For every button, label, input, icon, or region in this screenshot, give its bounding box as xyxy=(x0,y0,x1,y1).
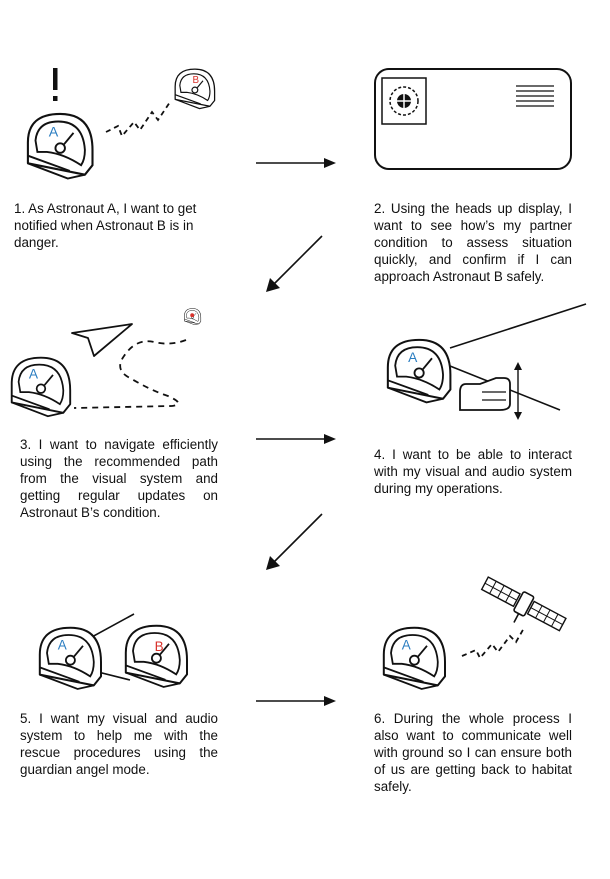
step-2-text: 2. Using the heads up display, I want to… xyxy=(374,201,572,284)
step-3-text: 3. I want to navigate efficiently using … xyxy=(20,437,218,520)
step-6-illustration: A xyxy=(382,576,567,690)
step-1-text: 1. As Astronaut A, I want to get notifie… xyxy=(14,201,197,250)
helmet-b-icon: B xyxy=(174,68,216,110)
heads-up-display-icon xyxy=(374,68,572,170)
step-6: A 6. During the whole process I also wan… xyxy=(300,560,610,820)
step-1: A B 1. As Astronaut A, I want to get not… xyxy=(0,0,300,300)
step-4-text: 4. I want to be able to interact with my… xyxy=(374,447,572,496)
step-4-illustration: A xyxy=(386,303,587,420)
helmet-a-icon: A xyxy=(382,626,446,690)
arrow-diagonal-1 xyxy=(266,235,323,292)
helmet-b-icon: B xyxy=(124,624,188,688)
helmet-b-icon xyxy=(184,308,202,326)
helmet-a-label: A xyxy=(29,366,39,381)
step-1-illustration: A B xyxy=(26,68,216,180)
step-5-illustration: A B xyxy=(38,613,188,690)
step-4: A 4. I want to be able to interact with … xyxy=(300,300,610,540)
helmet-a-icon: A xyxy=(10,356,72,418)
helmet-a-label: A xyxy=(49,125,59,141)
helmet-a-label: A xyxy=(58,637,67,652)
helmet-a-icon: A xyxy=(38,626,102,690)
exclamation-icon xyxy=(53,68,58,101)
helmet-a-icon: A xyxy=(26,112,94,180)
step-2: 2. Using the heads up display, I want to… xyxy=(300,0,610,300)
helmet-a-label: A xyxy=(402,637,411,652)
step-3: A 3. I want to navigate efficiently usin… xyxy=(0,300,300,540)
helmet-a-icon: A xyxy=(386,338,452,404)
arrow-right-1 xyxy=(256,158,336,168)
satellite-icon xyxy=(480,576,567,632)
signal-icon xyxy=(105,101,171,138)
step-6-text: 6. During the whole process I also want … xyxy=(374,711,572,794)
navigation-pointer-icon xyxy=(71,323,133,357)
path-icon xyxy=(73,339,187,409)
step-5: A B 5. I want my visual and audio system… xyxy=(0,580,300,820)
helmet-b-label: B xyxy=(193,75,200,86)
step-5-text: 5. I want my visual and audio system to … xyxy=(20,711,218,777)
arrow-diagonal-2 xyxy=(266,513,323,570)
helmet-a-label: A xyxy=(408,350,418,365)
signal-icon xyxy=(461,627,525,660)
arrow-right-3 xyxy=(256,696,336,706)
hand-gesture-icon xyxy=(459,362,522,420)
helmet-b-label: B xyxy=(155,639,164,654)
arrow-right-2 xyxy=(256,434,336,444)
step-3-illustration: A xyxy=(10,308,202,418)
